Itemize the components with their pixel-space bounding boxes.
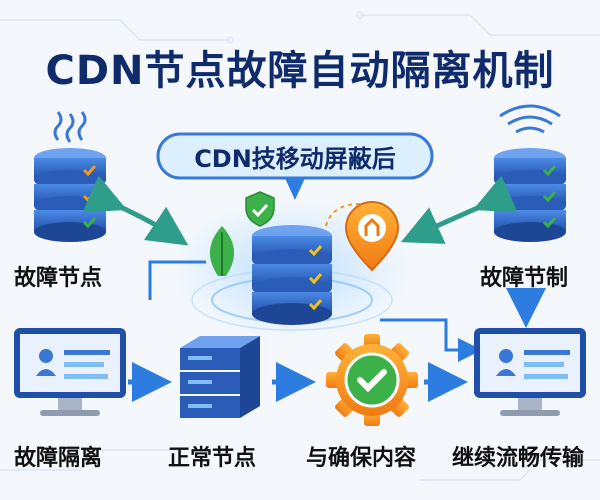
- label-continue-transfer: 继续流畅传输: [452, 446, 585, 471]
- connector-right: [380, 318, 482, 362]
- center-server-icon: [252, 225, 332, 325]
- label-fault-isolation: 故障隔离: [14, 446, 103, 471]
- two-way-arrow-left: [82, 175, 189, 246]
- callout-bubble: [156, 132, 434, 200]
- gear-check-icon: [326, 334, 418, 426]
- location-pin-icon: [344, 201, 400, 272]
- connector-left: [148, 260, 206, 300]
- two-way-arrow-right: [400, 175, 518, 244]
- label-fault-control: 故障节制: [480, 266, 569, 291]
- leaf-icon: [209, 226, 235, 276]
- page-title: CDN节点故障自动隔离机制: [45, 48, 555, 94]
- label-fault-node: 故障节点: [14, 266, 103, 291]
- callout-text: CDN技移动屏蔽后: [194, 144, 396, 173]
- fault-control-server-icon: [494, 104, 566, 242]
- server-rack-icon: [180, 336, 260, 418]
- fault-node-server-icon: [34, 111, 106, 242]
- label-normal-node: 正常节点: [168, 446, 257, 471]
- monitor-icon-right: [474, 328, 586, 416]
- monitor-icon-left: [14, 328, 126, 416]
- shield-check-icon: [245, 191, 275, 227]
- label-ensure-content: 与确保内容: [306, 446, 417, 471]
- background-circuit: [0, 11, 600, 481]
